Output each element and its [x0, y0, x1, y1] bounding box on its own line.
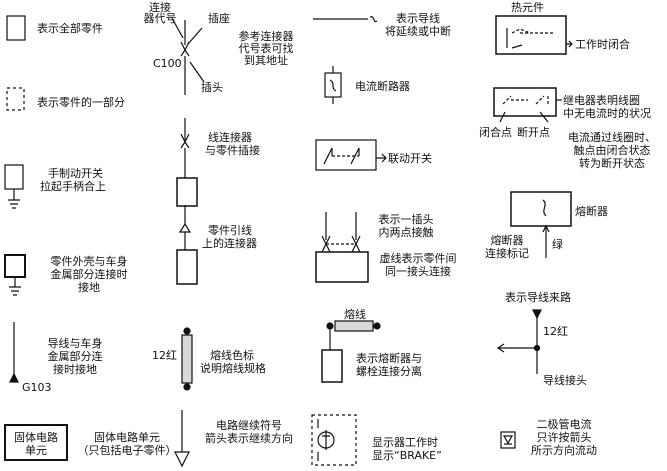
whole-part-box-icon — [6, 15, 26, 41]
open-point-label: 断开点 — [517, 126, 550, 139]
fuse-bolt-line-2: 螺栓连接分离 — [356, 365, 422, 378]
ref-connector-line-3: 到其地址 — [244, 54, 288, 67]
green-label: 绿 — [552, 238, 563, 251]
solid-state-box-line-2: 单元 — [25, 444, 47, 457]
lead-connector-line-2: 上的连接器 — [202, 237, 257, 250]
lead-connector-icon — [176, 205, 198, 285]
relay-current-line-1: 电流通过线圈时、 — [568, 131, 656, 144]
manual-switch-line-1: 手制动开关 — [48, 167, 103, 180]
connector-symbol-icon — [171, 17, 205, 95]
fuse-wire-icon — [181, 327, 193, 391]
fuse-bolt-line-1: 表示熔断器与 — [356, 352, 422, 365]
c100-label: C100 — [153, 57, 182, 70]
fuse-wire-desc-line-2: 说明熔线规格 — [200, 362, 266, 375]
diode-icon — [500, 431, 516, 449]
fusible-link-icon — [321, 320, 381, 383]
brake-display-icon — [311, 414, 357, 466]
case-ground-line-2: 金属部分连接时 — [50, 268, 128, 281]
solid-state-box-line-1: 固体电路 — [14, 431, 58, 444]
thermal-element-label: 热元件 — [511, 1, 544, 14]
manual-switch-line-2: 拉起手柄合上 — [40, 180, 106, 193]
thermal-element-icon — [495, 15, 573, 55]
part-of-part-label: 表示零件的一部分 — [37, 96, 125, 109]
case-ground-icon — [4, 254, 26, 296]
wire-ground-line-3: 接时接地 — [53, 363, 97, 376]
wire-continues-line-2: 将延续或中断 — [385, 25, 451, 38]
continue-symbol-line-2: 箭头表示继续方向 — [205, 432, 293, 445]
case-ground-line-3: 接地 — [78, 281, 100, 294]
plug-two-points-line-2: 内两点接触 — [378, 226, 434, 239]
red12-label: 12红 — [543, 325, 568, 338]
relay-icon — [493, 87, 562, 123]
circuit-breaker-label: 电流断路器 — [355, 80, 410, 93]
lead-connector-line-1: 零件引线 — [208, 224, 252, 237]
linked-switch-icon — [315, 139, 387, 171]
ground-code-label: G103 — [22, 381, 52, 394]
wire-connector-icon — [176, 118, 198, 207]
all-parts-label: 表示全部零件 — [37, 22, 103, 35]
wire-source-icon — [496, 309, 542, 374]
wire-ground-line-1: 导线与车身 — [47, 337, 103, 350]
wire-continue-icon — [313, 16, 378, 23]
plug-two-points-line-1: 表示一插头 — [378, 213, 434, 226]
fuse-wire-desc-line-1: 熔线色标 — [210, 349, 254, 362]
manual-switch-icon — [4, 164, 24, 209]
partial-part-box-icon — [6, 87, 25, 111]
fuse-label: 熔断器 — [575, 205, 608, 218]
connector-code-line-1: 连接 — [149, 1, 171, 14]
case-ground-line-1: 零件外壳与车身 — [50, 255, 128, 268]
relay-current-line-2: 触点由闭合状态 — [573, 144, 651, 157]
wire-connector-line-2: 与零件插接 — [205, 144, 260, 157]
relay-desc-line-2: 中无电流时的状况 — [563, 107, 651, 120]
ref-connector-line-1: 参考连接器 — [238, 30, 294, 43]
diode-desc-line-3: 所示方向流动 — [531, 444, 597, 457]
wire-ground-icon — [9, 322, 19, 383]
ref-connector-line-2: 代号表可找 — [238, 42, 294, 55]
circuit-breaker-icon — [324, 66, 342, 104]
continue-symbol-line-1: 电路继续符号 — [216, 419, 282, 432]
wire-junction-label: 导线接头 — [543, 374, 587, 387]
display-desc-line-1: 显示器工作时 — [372, 436, 438, 449]
connector-code-line-2: 器代号 — [143, 12, 177, 25]
closed-point-label: 闭合点 — [479, 126, 512, 139]
same-connector-line-1: 虚线表示零件间 — [379, 252, 457, 265]
fuse-box-icon — [510, 191, 572, 258]
solid-state-desc-line-1: 固体电路单元 — [94, 431, 160, 444]
plug-label: 插头 — [201, 81, 223, 94]
continue-arrow-icon — [174, 410, 190, 468]
closed-when-working-label: 工作时闭合 — [575, 38, 630, 51]
wire-continues-line-1: 表示导线 — [396, 12, 440, 25]
linked-switch-label: 联动开关 — [388, 152, 432, 165]
fuse-mark-line-1: 熔断器 — [490, 234, 524, 247]
wire-source-label: 表示导线来路 — [505, 291, 571, 304]
socket-label: 插座 — [208, 12, 230, 25]
wire-ground-line-2: 金属部分连 — [47, 350, 103, 363]
diode-desc-line-1: 二极管电流 — [536, 418, 592, 431]
diode-desc-line-2: 只许按箭头 — [536, 431, 592, 444]
wire-connector-line-1: 线连接器 — [208, 131, 252, 144]
solid-state-unit-box — [4, 424, 68, 461]
relay-desc-line-1: 继电器表明线圈 — [563, 94, 640, 107]
fuse-mark-line-2: 连接标记 — [485, 247, 529, 260]
solid-state-desc-line-2: （只包括电子零件） — [77, 444, 177, 457]
fusible-link-label: 熔线 — [344, 308, 366, 321]
display-desc-line-2: 显示“BRAKE” — [372, 449, 442, 462]
relay-current-line-3: 转为断开状态 — [579, 157, 645, 170]
fuse-wire-color-label: 12红 — [152, 349, 177, 362]
same-connector-line-2: 同一接头连接 — [385, 265, 451, 278]
plug-two-points-icon — [315, 212, 369, 283]
